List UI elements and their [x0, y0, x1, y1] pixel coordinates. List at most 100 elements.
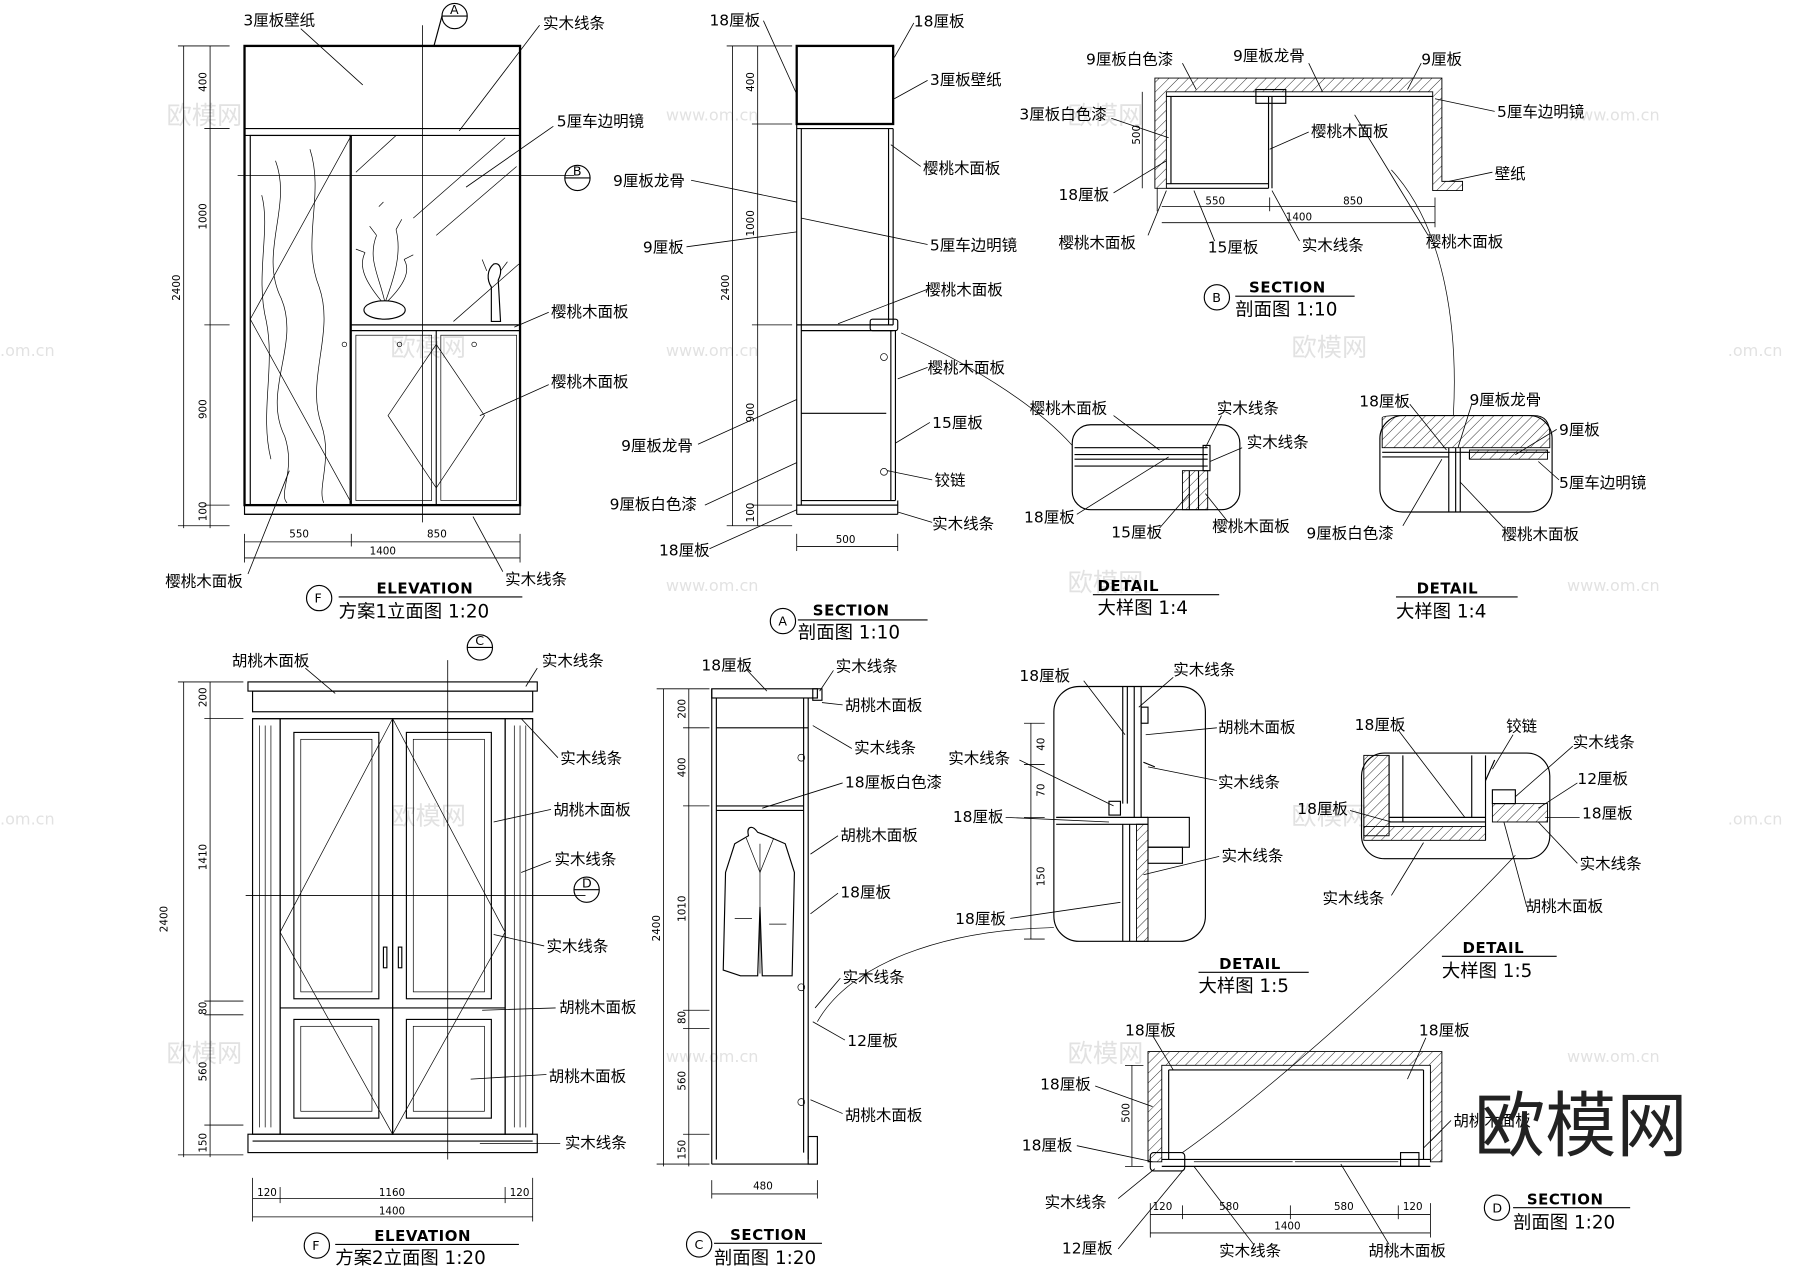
dim-sb-1400: 1400 [1286, 211, 1312, 223]
view-title: 剖面图 1:20 [1513, 1212, 1615, 1233]
watermark: 欧模网 [166, 101, 242, 130]
dim-sb-550: 550 [1205, 195, 1225, 207]
label: 胡桃木面板 [1368, 1242, 1445, 1260]
watermark: 欧模网 [390, 333, 466, 362]
section-d: 500 120 580 580 120 1400 18厘板 18厘板 18厘板 … [1022, 1021, 1631, 1260]
watermarks: 欧模网 欧模网 欧模网 欧模网 欧模网 欧模网 欧模网 欧模网 欧模网 www.… [0, 101, 1782, 1068]
detail-2: 18厘板 9厘板龙骨 9厘板 5厘车边明镜 9厘板白色漆 樱桃木面板 DETAI… [1306, 391, 1646, 622]
coat-illustration [722, 826, 795, 977]
label: 18厘板 [1024, 508, 1075, 526]
dim-sb-500: 500 [1131, 125, 1143, 145]
label: 18厘板 [953, 808, 1004, 826]
label: 15厘板 [932, 414, 983, 432]
dim-e1-900: 900 [198, 399, 210, 419]
dim-sd-1400: 1400 [1274, 1221, 1300, 1233]
label: 樱桃木面板 [1030, 399, 1107, 417]
view-marker [305, 584, 333, 612]
view-marker [685, 1231, 713, 1258]
label: 9厘板龙骨 [1233, 47, 1305, 65]
watermark: 欧模网 [1068, 568, 1144, 597]
watermark-url: www.om.cn [1567, 106, 1660, 125]
dim-e2-1410: 1410 [198, 844, 210, 870]
label: 18厘板白色漆 [845, 774, 942, 792]
view-en-title: DETAIL [1463, 939, 1525, 957]
view-en-title: ELEVATION [377, 580, 474, 598]
label: 樱桃木面板 [1502, 526, 1579, 544]
watermark-url: www.om.cn [1567, 576, 1660, 595]
label: 3厘板壁纸 [243, 11, 315, 29]
view-title: 大样图 1:4 [1097, 598, 1187, 619]
view-title: 剖面图 1:10 [1235, 300, 1337, 321]
label: 实木线条 [542, 652, 604, 670]
label: 樱桃木面板 [1212, 518, 1289, 536]
dim-e2-80: 80 [198, 1002, 210, 1015]
label: 9厘板 [1421, 50, 1462, 68]
label: 樱桃木面板 [551, 303, 628, 321]
view-title: 剖面图 1:10 [798, 622, 900, 643]
label: 9厘板龙骨 [621, 437, 693, 455]
label: 胡桃木面板 [845, 697, 922, 715]
label: 15厘板 [1208, 239, 1259, 257]
label: 实木线条 [1217, 399, 1279, 417]
label: 18厘板 [955, 910, 1006, 928]
label: 胡桃木面板 [549, 1067, 626, 1085]
label: 18厘板 [709, 11, 760, 29]
label: 5厘车边明镜 [1559, 473, 1646, 492]
section-c: 200 400 1010 80 560 150 2400 480 18厘板 实木… [651, 656, 1054, 1269]
dim-sd-120: 120 [1153, 1201, 1173, 1213]
watermark-url: www.om.cn [666, 576, 759, 595]
label: 胡桃木面板 [1526, 898, 1603, 916]
label: 18厘板 [1582, 805, 1633, 823]
dim-sc-480: 480 [753, 1180, 773, 1192]
detail-3: 40 70 150 18厘板 实木线条 胡桃木面板 实木线条 实木线条 18厘板… [948, 661, 1309, 997]
label: 实木线条 [546, 938, 608, 956]
label: 5厘车边明镜 [1497, 102, 1584, 121]
detail-1: 樱桃木面板 实木线条 实木线条 18厘板 15厘板 樱桃木面板 DETAIL 大… [901, 332, 1309, 619]
watermark-url: .om.cn [0, 341, 55, 360]
watermark: 欧模网 [1292, 333, 1368, 362]
label: 3厘板白色漆 [1019, 105, 1106, 123]
label: 实木线条 [836, 658, 898, 676]
label: 18厘板 [1125, 1021, 1176, 1039]
label: 铰链 [934, 472, 965, 490]
section-b: 550 850 1400 500 9厘板白色漆 9厘板龙骨 9厘板 3厘板白色漆… [1019, 47, 1584, 416]
view-title: 方案1立面图 1:20 [339, 602, 490, 623]
label: 实木线条 [1219, 1242, 1281, 1260]
label: 18厘板 [1297, 800, 1348, 818]
label: 胡桃木面板 [1218, 718, 1295, 736]
cut-marker-b: B [573, 164, 582, 179]
dim-sd-500: 500 [1121, 1103, 1133, 1123]
label: 实木线条 [505, 570, 567, 588]
view-marker [303, 1232, 331, 1259]
view-marker [1483, 1194, 1511, 1221]
view-marker [1203, 284, 1231, 311]
decor-figurine [481, 259, 508, 323]
label: 樱桃木面板 [1426, 233, 1503, 251]
label: 樱桃木面板 [1058, 234, 1135, 252]
label: 9厘板白色漆 [610, 496, 697, 514]
dim-sa-500: 500 [836, 534, 856, 546]
dim-sa-100: 100 [745, 503, 757, 523]
label: 胡桃木面板 [1453, 1112, 1530, 1130]
dim-e2-2400: 2400 [159, 906, 171, 932]
dim-sc-400: 400 [676, 757, 688, 777]
label: 9厘板龙骨 [613, 172, 685, 190]
dim-e2-120b: 120 [510, 1187, 530, 1199]
label: 12厘板 [1577, 770, 1628, 788]
label: 15厘板 [1111, 523, 1162, 541]
view-marker [769, 607, 797, 635]
dim-e1-850: 850 [427, 528, 447, 540]
label: 18厘板 [1019, 667, 1070, 685]
watermark-url: www.om.cn [666, 106, 759, 125]
watermark-url: .om.cn [1728, 809, 1783, 828]
view-title: 剖面图 1:20 [714, 1248, 816, 1269]
label: 实木线条 [932, 515, 994, 533]
label: 9厘板 [643, 239, 684, 257]
dim-e1-1400: 1400 [370, 545, 396, 557]
detail-4: 18厘板 铰链 实木线条 12厘板 18厘板 18厘板 实木线条 实木线条 胡桃… [1182, 716, 1642, 1153]
elevation-1: 400 1000 900 100 2400 550 850 1400 3厘板壁纸… [165, 2, 644, 623]
dim-sb-850: 850 [1343, 195, 1363, 207]
label: 实木线条 [1221, 847, 1283, 865]
dim-sc-200: 200 [676, 699, 688, 719]
label: 樱桃木面板 [551, 373, 628, 391]
